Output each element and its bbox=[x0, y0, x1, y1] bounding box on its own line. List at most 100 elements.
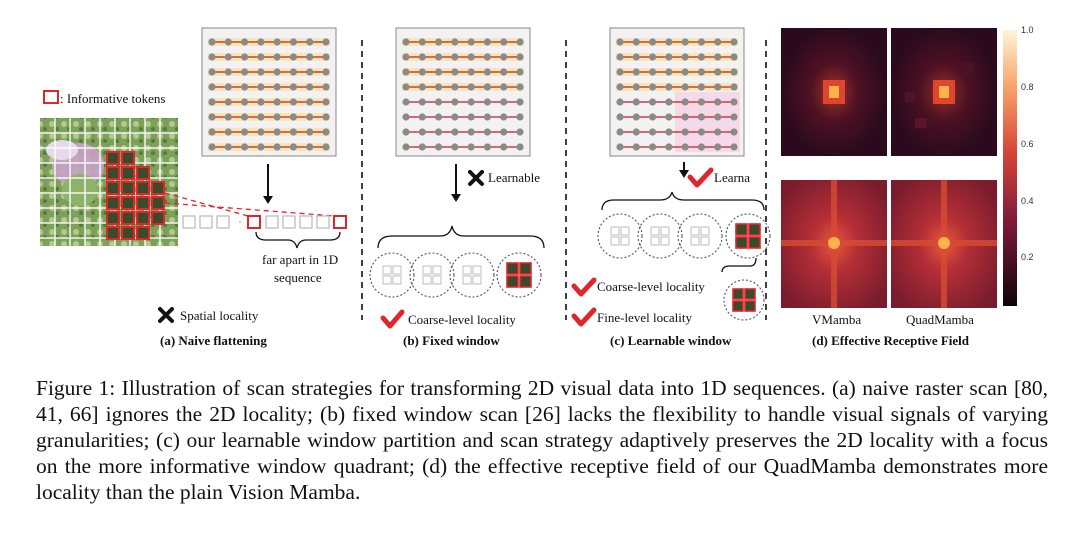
figure-caption: Figure 1: Illustration of scan strategie… bbox=[36, 376, 1048, 504]
token-dot bbox=[306, 83, 314, 91]
token-dot bbox=[697, 83, 706, 91]
token-dot bbox=[306, 38, 314, 46]
token-dot bbox=[697, 113, 706, 121]
token-dot bbox=[289, 98, 298, 106]
token-dot bbox=[681, 68, 689, 76]
token-dot bbox=[289, 68, 298, 76]
token-dot bbox=[483, 68, 492, 76]
token-dot bbox=[451, 83, 459, 91]
colorbar-tick: 0.2 bbox=[1021, 252, 1034, 262]
informative-token bbox=[744, 288, 756, 300]
token-dot bbox=[467, 113, 475, 121]
window-token bbox=[660, 236, 670, 246]
token-dot bbox=[616, 113, 624, 121]
token-dot bbox=[451, 143, 459, 151]
token-dot bbox=[697, 128, 706, 136]
plant-image bbox=[40, 118, 178, 246]
figure-graphic bbox=[40, 27, 1017, 329]
token-dot bbox=[224, 143, 232, 151]
token-dot bbox=[451, 68, 459, 76]
token-dot bbox=[273, 53, 281, 61]
token-dot bbox=[697, 38, 706, 46]
fixed-window-grid bbox=[395, 27, 531, 157]
token-dot bbox=[632, 113, 640, 121]
token-dot bbox=[665, 113, 673, 121]
token-dot bbox=[500, 98, 508, 106]
token-dot bbox=[418, 83, 426, 91]
check-icon bbox=[687, 167, 714, 188]
token-dot bbox=[257, 98, 265, 106]
window-token bbox=[610, 226, 620, 236]
token-dot bbox=[681, 83, 689, 91]
token-dot bbox=[483, 98, 492, 106]
token-dot bbox=[616, 68, 624, 76]
token-dot bbox=[616, 143, 624, 151]
token-dot bbox=[322, 143, 330, 151]
token-dot bbox=[224, 68, 232, 76]
window-circle bbox=[597, 213, 643, 259]
token-dot bbox=[483, 53, 492, 61]
token-dot bbox=[500, 68, 508, 76]
erf-label-quadmamba: QuadMamba bbox=[906, 312, 974, 327]
token-dot bbox=[273, 128, 281, 136]
token-dot bbox=[616, 38, 624, 46]
token-dot bbox=[681, 113, 689, 121]
token-dot bbox=[681, 143, 689, 151]
window-circle bbox=[725, 213, 771, 259]
panel-b bbox=[369, 27, 545, 329]
fixed-window-circles bbox=[369, 252, 542, 298]
token-dot bbox=[418, 38, 426, 46]
token-dot bbox=[648, 38, 657, 46]
token-dot bbox=[208, 128, 216, 136]
token-dot bbox=[434, 113, 443, 121]
token-dot bbox=[714, 128, 722, 136]
panel-c bbox=[571, 27, 771, 327]
token-dot bbox=[516, 98, 524, 106]
token-dot bbox=[681, 98, 689, 106]
token-dot bbox=[257, 38, 265, 46]
token-dot bbox=[467, 83, 475, 91]
token-dot bbox=[289, 53, 298, 61]
token-dot bbox=[208, 98, 216, 106]
token-dot bbox=[516, 128, 524, 136]
token-dot bbox=[224, 83, 232, 91]
token-dot bbox=[306, 113, 314, 121]
token-dot bbox=[665, 98, 673, 106]
token-dot bbox=[616, 128, 624, 136]
token-dot bbox=[322, 98, 330, 106]
informative-tokens-legend: : Informative tokens bbox=[60, 91, 166, 106]
token-dot bbox=[322, 68, 330, 76]
token-dot bbox=[730, 113, 738, 121]
window-token bbox=[700, 226, 710, 236]
token-dot bbox=[322, 128, 330, 136]
token-dot bbox=[402, 143, 410, 151]
token-dot bbox=[632, 98, 640, 106]
fine-level-label-c: Fine-level locality bbox=[597, 310, 692, 325]
check-icon bbox=[380, 309, 405, 329]
token-dot bbox=[616, 53, 624, 61]
token-dot bbox=[257, 68, 265, 76]
token-dot bbox=[648, 98, 657, 106]
token-dot bbox=[730, 68, 738, 76]
token-dot bbox=[648, 83, 657, 91]
token-dot bbox=[451, 98, 459, 106]
token-dot bbox=[322, 83, 330, 91]
token-dot bbox=[730, 53, 738, 61]
informative-token bbox=[519, 275, 532, 288]
token-dot bbox=[434, 128, 443, 136]
token-dot bbox=[306, 128, 314, 136]
token-dot bbox=[208, 143, 216, 151]
token-dot bbox=[467, 143, 475, 151]
token-dot bbox=[434, 68, 443, 76]
token-dot bbox=[500, 113, 508, 121]
window-token bbox=[392, 265, 402, 275]
token-dot bbox=[483, 143, 492, 151]
erf-quadmamba-top bbox=[891, 28, 997, 156]
token-dot bbox=[681, 53, 689, 61]
informative-token bbox=[732, 288, 744, 300]
spatial-locality-label: Spatial locality bbox=[180, 308, 259, 323]
token-dot bbox=[224, 38, 232, 46]
learnable-window-grid bbox=[609, 27, 745, 157]
window-token bbox=[700, 236, 710, 246]
token-dot bbox=[240, 128, 249, 136]
